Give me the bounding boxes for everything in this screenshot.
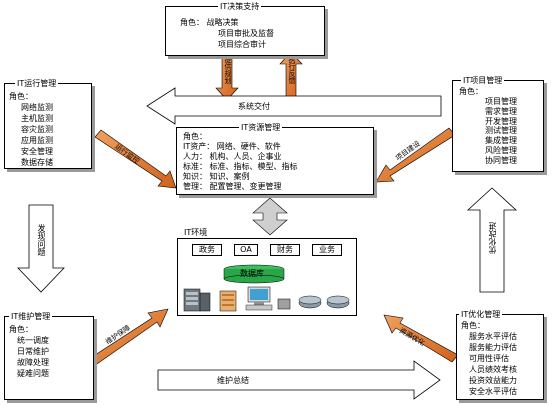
assets-line-role: 角色： — [183, 132, 207, 141]
arrow-resource-optimize — [383, 314, 459, 363]
label-provide-plan: 提供规划 — [224, 56, 232, 84]
label-find-problem: 发现问题 — [37, 224, 46, 256]
operations-line-disaster: 容灾监测 — [21, 125, 53, 134]
projects-line-project: 项目管理 — [485, 97, 517, 106]
label-maintenance-summary: 维护总结 — [217, 376, 249, 385]
assets-line-it: IT资产： 网络、硬件、软件 — [183, 142, 281, 151]
operations-box: IT运行管理 角色： 网络监测 主机监测 容灾监测 应用监测 安全管理 数据存储 — [4, 78, 92, 169]
env-tag-government: 政务 — [192, 244, 222, 256]
computer-icon — [245, 286, 273, 311]
projects-line-development: 开发管理 — [485, 116, 517, 126]
arrow-resource-environment — [252, 197, 288, 236]
decision-support-box: IT决策支持 角色： 战略决策 项目审批及监督 项目综合审计 — [165, 1, 325, 56]
decision-line-approval: 项目审批及监督 — [218, 29, 274, 38]
optimization-title: IT优化管理 — [459, 309, 503, 320]
environment-title: IT环境 — [184, 228, 208, 237]
network-switch-icon — [277, 298, 291, 310]
operations-line-role: 角色： — [9, 92, 33, 101]
label-optimize-improve: 优化改进 — [488, 222, 497, 254]
projects-line-requirements: 需求管理 — [485, 106, 517, 116]
resource-management-title: IT资源管理 — [239, 122, 283, 133]
operations-line-security: 安全管理 — [21, 147, 53, 156]
env-tag-oa: OA — [234, 244, 258, 256]
arrow-project-build — [375, 127, 456, 183]
arrow-find-problem — [17, 204, 65, 293]
optimization-line-performance: 人员绩效考核 — [469, 365, 517, 374]
projects-line-testing: 测试管理 — [485, 126, 517, 136]
maintenance-line-difficult: 疑难问题 — [17, 369, 49, 378]
maintenance-line-daily: 日常维护 — [17, 347, 49, 356]
optimization-line-availability: 可用性评估 — [469, 354, 509, 363]
maintenance-box: IT维护管理 角色： 统一调度 日常维护 故障处理 疑难问题 — [4, 311, 94, 400]
arrow-provide-plan — [215, 51, 239, 101]
router-icon — [326, 295, 350, 309]
optimization-line-role: 角色： — [461, 321, 485, 330]
optimization-line-service-level: 服务水平评估 — [469, 332, 517, 341]
maintenance-line-role: 角色： — [9, 325, 33, 334]
project-management-box: IT项目管理 角色： 项目管理 需求管理 开发管理 测试管理 集成管理 风险管理… — [452, 75, 544, 172]
label-system-delivery: 系统交付 — [238, 102, 270, 111]
assets-line-hr: 人力： 机构、人员、企事业 — [183, 152, 282, 161]
server-rack-icon — [183, 288, 211, 312]
database-label: 数据库 — [240, 269, 264, 278]
storage-cabinet-icon — [219, 290, 237, 312]
decision-line-audit: 项目综合审计 — [218, 40, 266, 49]
assets-line-knowledge: 知识： 知识、案例 — [183, 172, 250, 181]
optimization-line-security: 安全水平评估 — [469, 387, 517, 396]
router-icon — [298, 295, 322, 309]
arrow-execute-feedback — [279, 51, 303, 101]
assets-line-management: 管理： 配置管理、变更管理 — [183, 182, 282, 191]
projects-line-collab: 协同管理 — [485, 155, 517, 165]
environment-graphics — [183, 264, 350, 312]
operations-line-host: 主机监测 — [21, 114, 53, 123]
arrow-system-delivery — [146, 87, 442, 125]
optimization-line-service-capability: 服务能力评估 — [469, 343, 517, 352]
arrow-run-monitor — [94, 129, 177, 189]
operations-line-app: 应用监测 — [21, 136, 53, 145]
maintenance-title: IT维护管理 — [9, 311, 53, 322]
label-execute-feedback: 执行反馈 — [288, 56, 296, 84]
environment-box: IT环境 政务 OA 财务 业务 — [177, 228, 357, 316]
optimization-box: IT优化管理 角色： 服务水平评估 服务能力评估 可用性评估 人员绩效考核 投资… — [456, 309, 544, 400]
env-tag-business: 业务 — [312, 244, 342, 256]
maintenance-line-fault: 故障处理 — [17, 358, 49, 367]
arrow-maintenance-summary — [157, 360, 441, 400]
arrow-maintenance-guarantee — [91, 308, 169, 365]
operations-line-network: 网络监测 — [21, 103, 53, 112]
env-tag-finance: 财务 — [270, 244, 300, 256]
arrow-optimize-improve — [466, 187, 518, 293]
database-icon — [223, 264, 285, 284]
operations-line-storage: 数据存储 — [21, 158, 53, 167]
project-management-title: IT项目管理 — [461, 75, 505, 86]
projects-line-integration: 集成管理 — [485, 136, 517, 146]
maintenance-line-dispatch: 统一调度 — [17, 336, 49, 345]
assets-line-standards: 标准： 标准、指标、模型、指标 — [183, 162, 298, 171]
projects-line-risk: 风险管理 — [485, 145, 517, 155]
projects-line-role: 角色： — [459, 87, 483, 96]
optimization-line-investment: 投资效益能力 — [469, 376, 517, 385]
resource-management-box: IT资源管理 角色： IT资产： 网络、硬件、软件 人力： 机构、人员、企事业 … — [176, 122, 374, 195]
decision-line-role: 角色： 战略决策 — [180, 18, 239, 27]
decision-support-title: IT决策支持 — [218, 1, 262, 12]
operations-title: IT运行管理 — [15, 78, 59, 89]
